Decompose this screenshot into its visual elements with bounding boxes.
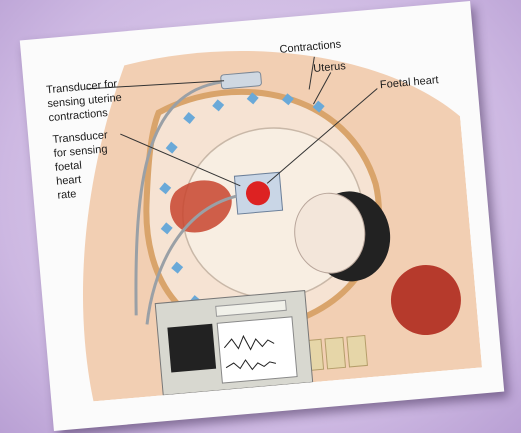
label-transducer-foetal-4: heart <box>56 174 82 188</box>
label-transducer-foetal-3: foetal <box>54 160 82 174</box>
label-transducer-foetal-5: rate <box>57 188 77 202</box>
uterine-transducer <box>221 72 262 89</box>
photo-card: Contractions Uterus Foetal heart Transdu… <box>20 1 504 431</box>
fetal-monitoring-diagram: Contractions Uterus Foetal heart Transdu… <box>44 27 482 403</box>
fetal-monitor <box>155 291 312 396</box>
